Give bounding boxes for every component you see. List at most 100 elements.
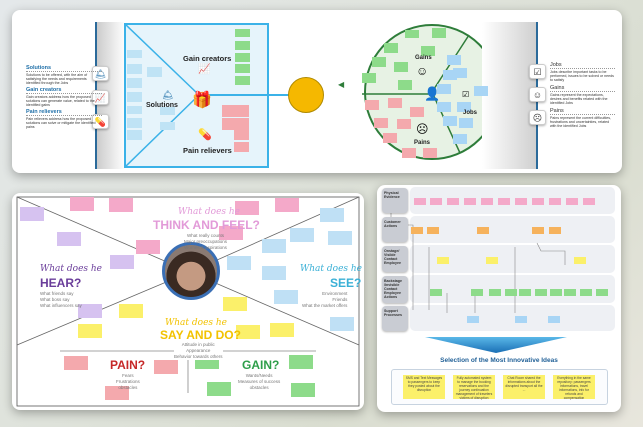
sticky-note: [421, 46, 435, 56]
sticky-note: [136, 240, 160, 254]
legend-desc: Solutions to be offered, with the aim of…: [26, 73, 88, 86]
row-label-backstage: Backstage /Invisible Contact Employee Ac…: [382, 276, 408, 303]
legend-title: Pains: [550, 108, 615, 115]
jobs-icon: ☑: [529, 64, 546, 79]
legend-title: Gains: [550, 85, 615, 92]
sticky-note: [109, 198, 133, 212]
persona-avatar: [162, 242, 220, 300]
solutions-label: Solutions: [146, 102, 178, 109]
sticky-note: [235, 53, 250, 62]
sticky-note: [235, 201, 259, 215]
sticky-note: [532, 198, 544, 205]
sticky-note: [394, 62, 408, 72]
gain-title: GAIN?: [242, 358, 280, 372]
sticky-note: [447, 55, 461, 65]
sticky-note: [471, 289, 483, 296]
sticky-note: [207, 382, 231, 396]
sticky-note: [447, 198, 459, 205]
say-sub: Attitude in public Appearance Behavior t…: [174, 342, 223, 360]
see-sub: Environment Friends What the market offe…: [302, 291, 348, 308]
sticky-note: [423, 148, 437, 158]
sticky-note: [505, 289, 517, 296]
sticky-note: [405, 30, 419, 38]
gains-label: Gains: [415, 55, 432, 61]
chart-up-icon: 📈: [198, 64, 211, 75]
sticky-note: [365, 100, 379, 110]
sticky-note: [486, 257, 498, 264]
row-label-onstage: Onstage/ Visible Contact Employee: [382, 246, 408, 272]
sticky-note: [262, 239, 286, 253]
blueprint-row: [410, 187, 615, 214]
arrow-left-head: ◀: [338, 80, 345, 89]
ideas-box: SMS and Text Messages to passengers to k…: [391, 369, 608, 405]
see-prefix: What does he: [300, 264, 362, 274]
service-blueprint-panel: Physical Evidence Customer Actions Onsta…: [377, 185, 621, 412]
smile-icon: ☺: [416, 64, 429, 78]
sticky-note: [549, 198, 561, 205]
sticky-note: [430, 289, 442, 296]
pains-label: Pains: [414, 140, 431, 146]
hear-prefix: What does he: [40, 264, 102, 274]
sticky-note: [535, 289, 547, 296]
checklist-icon: ☑: [462, 90, 470, 99]
sticky-note: [383, 133, 397, 143]
jobs-label: Jobs: [463, 110, 478, 116]
legend-title: Pain relievers: [26, 109, 102, 116]
sticky-note: [580, 289, 592, 296]
row-label-support: Support Processes: [382, 306, 408, 331]
sticky-note: [127, 64, 142, 74]
sticky-note: [548, 316, 560, 323]
idea-note: Fully automated system to manage the boo…: [453, 375, 495, 400]
gain-sub: Wants/Needs Measures of success obstacle…: [238, 373, 281, 390]
sticky-note: [453, 68, 467, 78]
sticky-note: [227, 256, 251, 270]
legend-title: Jobs: [550, 62, 615, 69]
sticky-note: [222, 105, 237, 117]
head-icon: 👤: [424, 86, 441, 101]
sticky-note: [414, 198, 426, 205]
sticky-note: [154, 360, 178, 374]
blueprint-row: [410, 305, 615, 331]
sticky-note: [320, 208, 344, 222]
sticky-note: [481, 198, 493, 205]
idea-note: SMS and Text Messages to passengers to k…: [403, 375, 445, 399]
sticky-note: [110, 255, 134, 269]
idea-note: Everything in the same repository: passe…: [553, 375, 595, 400]
sticky-note: [64, 356, 88, 370]
sticky-note: [78, 304, 102, 318]
sticky-note: [498, 198, 510, 205]
sticky-note: [105, 386, 129, 400]
fit-circle: [288, 77, 324, 113]
sticky-note: [566, 198, 578, 205]
fit-arrow-right: [207, 94, 295, 96]
sticky-note: [596, 289, 608, 296]
sticky-note: [437, 257, 449, 264]
sticky-note: [234, 142, 249, 152]
sticky-note: [236, 325, 260, 339]
bell-icon: 🛎: [162, 90, 174, 100]
sticky-note: [234, 105, 249, 117]
sticky-note: [443, 116, 457, 126]
sticky-note: [234, 130, 249, 140]
selection-arrow: [425, 337, 567, 353]
frown-icon: ☹: [416, 122, 429, 136]
say-title: SAY AND DO?: [160, 328, 241, 342]
legend-desc: Pain relievers address how the proposed …: [26, 117, 96, 130]
sticky-note: [127, 118, 142, 128]
pain-relievers-icon: 💊: [92, 114, 109, 129]
sticky-note: [574, 257, 586, 264]
sticky-note: [388, 98, 402, 108]
legend-desc: Jobs describe important tasks to be perf…: [550, 70, 614, 83]
sticky-note: [160, 107, 175, 115]
sticky-note: [235, 29, 250, 37]
sticky-note: [234, 118, 249, 130]
gains-icon: ☺: [529, 87, 546, 102]
sticky-note: [398, 80, 412, 90]
say-prefix: What does he: [165, 318, 227, 328]
sticky-note: [70, 197, 94, 211]
sticky-note: [437, 102, 451, 112]
sticky-note: [515, 316, 527, 323]
right-shade: [482, 22, 537, 169]
sticky-note: [119, 304, 143, 318]
